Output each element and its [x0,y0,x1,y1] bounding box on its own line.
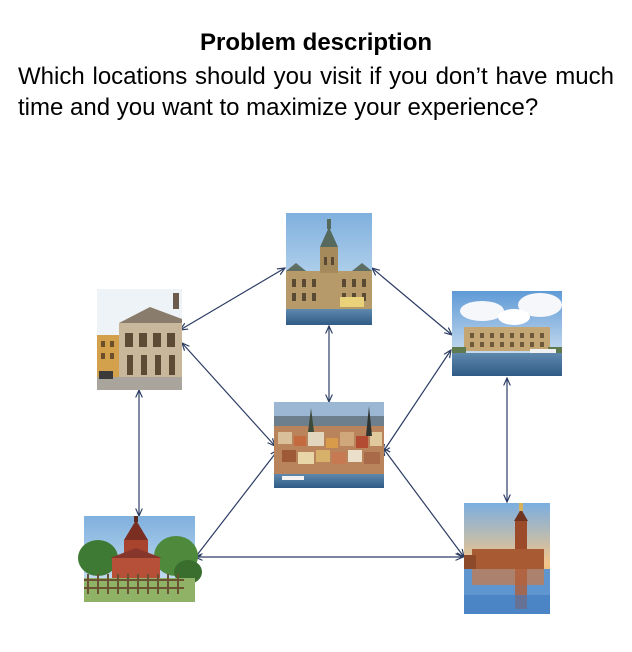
page-title: Problem description [199,29,433,56]
edge-center-skansen [194,450,278,559]
edge-palace-center [383,350,451,452]
edge-center-cityhall [383,448,464,557]
problem-description: Which locations should you visit if you … [18,63,614,121]
wooden-church-photo [78,516,202,602]
edges [139,268,507,559]
edge-museum-square [180,268,285,330]
edge-square-center [182,343,275,446]
gamla-stan-aerial-photo [274,402,384,488]
nordic-museum-photo [286,213,372,325]
royal-palace-photo [452,291,562,376]
edge-museum-palace [372,268,452,335]
old-town-square-photo [97,289,182,390]
city-hall-tower-photo [464,503,550,614]
